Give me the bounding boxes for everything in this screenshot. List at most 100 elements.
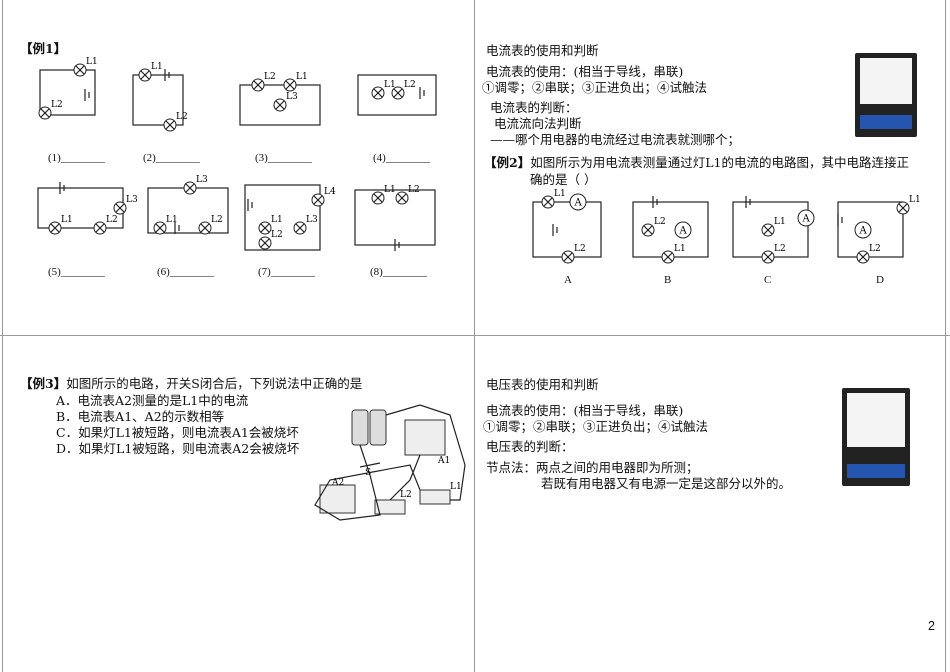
option-b[interactable]: B	[664, 274, 672, 286]
lamp-label: L3	[286, 92, 298, 102]
lamp-icon	[258, 221, 272, 235]
lamp-icon	[93, 221, 107, 235]
svg-text:A: A	[679, 226, 688, 237]
lamp-label: L3	[126, 195, 138, 205]
example-3-option-b: B．电流表A1、A2的示数相等	[56, 409, 225, 424]
label-l1: L1	[450, 482, 462, 492]
example-3-question: 如图所示的电路，开关S闭合后，下列说法中正确的是	[66, 376, 363, 391]
lamp-icon	[856, 250, 870, 264]
lamp-icon	[73, 63, 87, 77]
lamp-label: L2	[211, 215, 223, 225]
page-number: 2	[928, 619, 935, 633]
lamp-label: L2	[176, 112, 188, 122]
blank-8: (8)________	[370, 266, 427, 278]
example-3-tag: 【例3】	[20, 376, 67, 391]
lamp-label: L1	[86, 57, 98, 67]
lamp-label: L1	[151, 62, 163, 72]
lamp-label: L3	[306, 215, 318, 225]
lamp-icon	[371, 86, 385, 100]
ammeter-heading: 电流表的使用和判断	[486, 43, 599, 58]
lamp-icon	[251, 78, 265, 92]
blank-5: (5)________	[48, 266, 105, 278]
lamp-icon	[273, 98, 287, 112]
lamp-label: L1	[296, 72, 308, 82]
lamp-label: L2	[574, 244, 586, 254]
lamp-label: L2	[51, 100, 63, 110]
ammeter-icon: A	[797, 209, 815, 227]
lamp-icon	[283, 78, 297, 92]
lamp-icon	[896, 201, 910, 215]
lamp-icon	[183, 181, 197, 195]
lamp-icon	[138, 68, 152, 82]
lamp-label: L3	[196, 175, 208, 185]
example-3-option-c: C．如果灯L1被短路，则电流表A1会被烧坏	[56, 425, 299, 440]
example-3-option-d: D．如果灯L1被短路，则电流表A2会被烧坏	[56, 441, 300, 456]
lamp-icon	[541, 195, 555, 209]
option-c[interactable]: C	[764, 274, 772, 286]
lamp-icon	[761, 223, 775, 237]
lamp-icon	[371, 191, 385, 205]
lamp-label: L2	[408, 185, 420, 195]
label-l2: L2	[400, 490, 412, 500]
lamp-label: L2	[264, 72, 276, 82]
option-d[interactable]: D	[876, 274, 884, 286]
blank-7: (7)________	[258, 266, 315, 278]
lamp-icon	[258, 236, 272, 250]
lamp-icon	[311, 193, 325, 207]
ammeter-usage: 电流表的使用：(相当于导线，串联)	[486, 64, 684, 79]
lamp-label: L2	[654, 217, 666, 227]
lamp-label: L1	[909, 195, 921, 205]
ammeter-method: 电流流向法判断	[494, 116, 582, 131]
lamp-icon	[163, 118, 177, 132]
option-a[interactable]: A	[564, 274, 572, 286]
ammeter-judge: 电流表的判断：	[490, 100, 578, 115]
blank-3: (3)________	[255, 152, 312, 164]
label-a2: A2	[331, 478, 344, 488]
blank-4: (4)________	[373, 152, 430, 164]
lamp-icon	[153, 221, 167, 235]
lamp-icon	[293, 221, 307, 235]
lamp-label: L4	[324, 187, 336, 197]
voltmeter-photo	[842, 388, 910, 486]
ammeter-photo	[855, 53, 917, 137]
lamp-icon	[391, 86, 405, 100]
example-2-question: 如图所示为用电流表测量通过灯L1的电流的电路图，其中电路连接正	[530, 155, 909, 170]
label-s: S	[365, 468, 371, 478]
example-2-question-line2: 确的是（ ）	[530, 172, 597, 187]
lamp-icon	[113, 201, 127, 215]
voltmeter-usage: 电流表的使用：(相当于导线，串联)	[486, 403, 684, 418]
lamp-label: L2	[869, 244, 881, 254]
lamp-label: L1	[674, 244, 686, 254]
example-1-title: 【例1】	[20, 41, 67, 56]
blank-6: (6)________	[157, 266, 214, 278]
blank-2: (2)________	[143, 152, 200, 164]
voltmeter-judge: 电压表的判断：	[486, 439, 574, 454]
lamp-icon	[48, 221, 62, 235]
lamp-label: L1	[384, 80, 396, 90]
node-method-2: 若既有用电器又有电源一定是这部分以外的。	[541, 476, 792, 491]
example-2-tag: 【例2】	[484, 155, 531, 170]
ammeter-rule: ——哪个用电器的电流经过电流表就测哪个；	[490, 132, 741, 147]
lamp-icon	[198, 221, 212, 235]
lamp-icon	[561, 250, 575, 264]
ammeter-icon: A	[569, 193, 587, 211]
lamp-label: L1	[166, 215, 178, 225]
svg-text:A: A	[802, 214, 811, 225]
lamp-icon	[641, 223, 655, 237]
blank-1: (1)________	[48, 152, 105, 164]
lamp-label: L1	[554, 189, 566, 199]
voltmeter-heading: 电压表的使用和判断	[486, 377, 599, 392]
ammeter-icon: A	[674, 221, 692, 239]
lamp-label: L2	[774, 244, 786, 254]
lamp-icon	[395, 191, 409, 205]
node-method: 节点法：两点之间的用电器即为所测；	[486, 460, 699, 475]
svg-text:A: A	[574, 198, 583, 209]
lamp-label: L2	[404, 80, 416, 90]
lamp-label: L1	[61, 215, 73, 225]
label-a1: A1	[437, 456, 450, 466]
lamp-label: L1	[271, 215, 283, 225]
svg-text:A: A	[859, 226, 868, 237]
